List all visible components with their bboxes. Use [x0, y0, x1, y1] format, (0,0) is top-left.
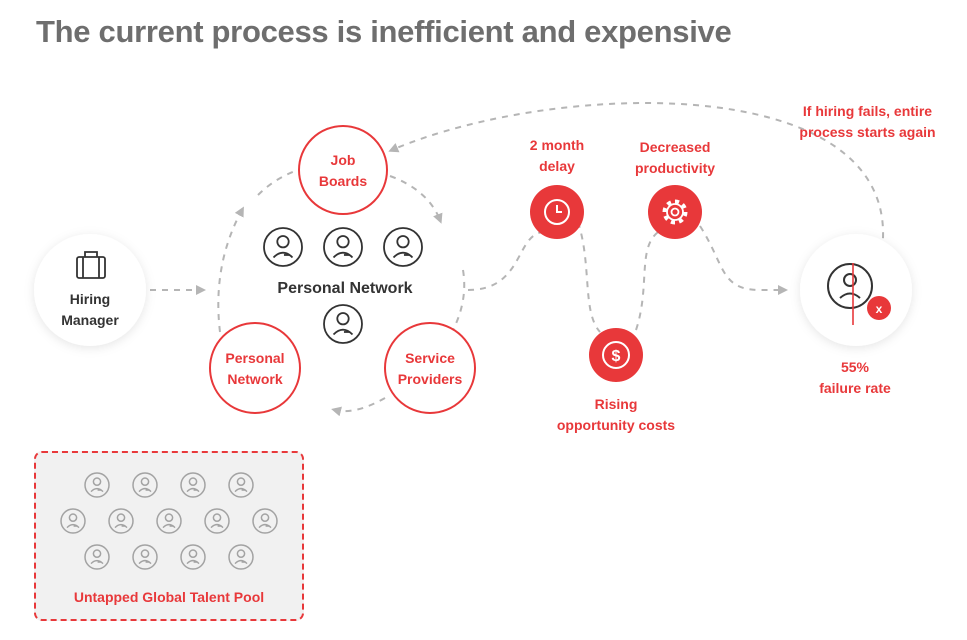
- delay-to-costs: [577, 221, 601, 333]
- network-cycle-bottom: [331, 397, 386, 417]
- person-icon: [84, 472, 110, 498]
- restart-note: If hiring fails, entire process starts a…: [799, 103, 936, 140]
- person-icon: [204, 508, 230, 534]
- clock-icon: [530, 185, 584, 239]
- hiring-manager-node: [34, 234, 146, 346]
- personal-network-label: Personal Network: [225, 350, 285, 387]
- talent-pool-icons: [60, 472, 278, 570]
- person-icon: [132, 544, 158, 570]
- person-icon: [228, 472, 254, 498]
- person-icon: [263, 227, 303, 267]
- personal-network-title: Personal Network: [277, 280, 413, 297]
- dollar-icon: $: [589, 328, 643, 382]
- network-to-delay: [467, 231, 546, 291]
- delay-label: 2 month delay: [529, 137, 585, 174]
- network-cycle-top-right: [389, 175, 443, 224]
- hiring-manager-label: Hiring Manager: [61, 291, 119, 328]
- person-x-icon: x: [827, 263, 891, 325]
- job-boards-circle: [298, 125, 388, 215]
- person-icon: [180, 544, 206, 570]
- network-cycle-right: [452, 269, 466, 331]
- productivity-to-failure: [699, 225, 788, 295]
- person-icon: [228, 544, 254, 570]
- talent-pool-box: [34, 451, 304, 621]
- network-cycle-left: [217, 206, 244, 333]
- costs-to-productivity: [635, 229, 662, 331]
- person-icon: [84, 544, 110, 570]
- person-icon: [323, 227, 363, 267]
- network-cycle-top-left: [257, 169, 299, 196]
- job-boards-label: Job Boards: [318, 152, 368, 189]
- productivity-label: Decreased productivity: [634, 139, 716, 176]
- person-icon: [108, 508, 134, 534]
- service-providers-label: Service Providers: [397, 350, 463, 387]
- costs-label: Rising opportunity costs: [556, 396, 676, 433]
- person-icon: [323, 304, 363, 344]
- personal-network-circle: [209, 322, 301, 414]
- page-title: The current process is inefficient and e…: [36, 14, 732, 49]
- person-icon: [252, 508, 278, 534]
- briefcase-icon: [76, 251, 106, 279]
- service-providers-circle: [384, 322, 476, 414]
- person-icon: [180, 472, 206, 498]
- svg-text:x: x: [876, 302, 883, 316]
- person-icon: [383, 227, 423, 267]
- network-people: [263, 227, 423, 344]
- talent-pool-label: Untapped Global Talent Pool: [73, 589, 265, 605]
- svg-text:$: $: [612, 348, 621, 365]
- failure-node: x: [800, 234, 912, 346]
- person-icon: [132, 472, 158, 498]
- person-icon: [60, 508, 86, 534]
- gear-icon: [648, 185, 702, 239]
- person-icon: [156, 508, 182, 534]
- failure-rate-label: 55% failure rate: [819, 359, 891, 396]
